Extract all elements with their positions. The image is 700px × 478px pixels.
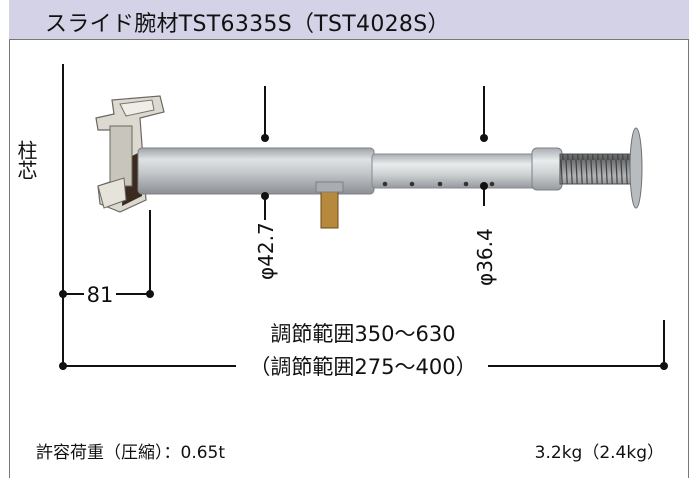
range-main-label: 調節範囲350～630 <box>270 322 455 346</box>
spec-card-frame <box>9 0 689 478</box>
clamp-fitting <box>95 95 165 213</box>
large-tube <box>137 147 375 229</box>
offset-dimension <box>59 210 154 298</box>
pillar-core-label: 柱芯 <box>14 140 38 180</box>
offset-label: 81 <box>87 283 114 307</box>
diameter-small-leader <box>480 86 488 206</box>
title-bar: スライド腕材TST6335S（TST4028S） <box>9 0 689 40</box>
range-dimension <box>59 362 668 370</box>
product-diagram: 柱芯 <box>14 64 668 379</box>
diameter-large-label: φ42.7 <box>254 222 278 280</box>
small-tube <box>371 147 563 191</box>
screw-jack <box>559 127 643 209</box>
diameter-small-label: φ36.4 <box>473 228 497 286</box>
range-alt-label: （調節範囲275～400） <box>249 355 476 379</box>
product-title: スライド腕材TST6335S（TST4028S） <box>45 12 450 37</box>
weight: 3.2kg（2.4kg） <box>534 443 664 463</box>
diameter-large-leader <box>261 86 269 220</box>
allowable-load: 許容荷重（圧縮）：0.65t <box>36 443 226 463</box>
